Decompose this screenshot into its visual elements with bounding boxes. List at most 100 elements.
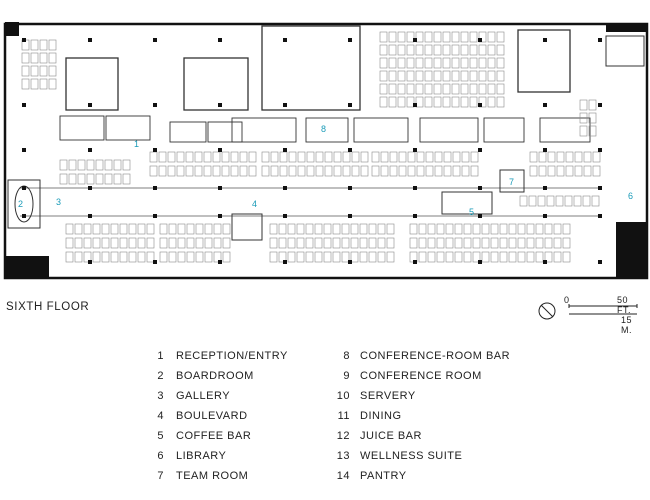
column (283, 103, 287, 107)
desk (351, 151, 360, 163)
room-marker-6: 6 (628, 191, 633, 201)
desk (48, 78, 57, 90)
desk (496, 83, 505, 95)
desk (398, 151, 407, 163)
desk (469, 83, 478, 95)
desk (460, 31, 469, 43)
desk (487, 57, 496, 69)
column (598, 103, 602, 107)
desk (397, 57, 406, 69)
desk (588, 99, 597, 111)
column (88, 148, 92, 152)
desk (460, 96, 469, 108)
desk (461, 151, 470, 163)
desk (287, 237, 296, 249)
desk (341, 251, 350, 263)
scale-bar: 0 50 FT. 15 M. (537, 295, 642, 335)
column (598, 38, 602, 42)
desk (296, 251, 305, 263)
desk (409, 223, 418, 235)
desk (380, 151, 389, 163)
desk (388, 44, 397, 56)
desk (159, 251, 168, 263)
desk (261, 165, 270, 177)
desk (59, 159, 68, 171)
desk (442, 44, 451, 56)
desk (388, 83, 397, 95)
desk (451, 31, 460, 43)
desk (360, 151, 369, 163)
column (22, 103, 26, 107)
desk (341, 237, 350, 249)
floor-plan: 1 2 3 4 5 6 7 8 (3, 22, 649, 280)
desk (526, 223, 535, 235)
desk (278, 237, 287, 249)
desk (68, 159, 77, 171)
desk (481, 237, 490, 249)
desk (451, 44, 460, 56)
desk (65, 251, 74, 263)
desk (406, 83, 415, 95)
desk (379, 83, 388, 95)
desk (406, 96, 415, 108)
desk (407, 151, 416, 163)
desk (137, 237, 146, 249)
desk (212, 151, 221, 163)
desk (342, 165, 351, 177)
desk (517, 223, 526, 235)
desk (583, 151, 592, 163)
column (283, 38, 287, 42)
desk (415, 83, 424, 95)
desk (30, 78, 39, 90)
desk (451, 96, 460, 108)
desk (104, 159, 113, 171)
room-marker-1: 1 (134, 139, 139, 149)
desk (529, 151, 538, 163)
desk (360, 165, 369, 177)
desk (478, 44, 487, 56)
desk (203, 151, 212, 163)
desk (110, 223, 119, 235)
desk (110, 251, 119, 263)
desk (499, 223, 508, 235)
column (283, 186, 287, 190)
column (153, 214, 157, 218)
desk (48, 39, 57, 51)
desk (389, 151, 398, 163)
column (22, 38, 26, 42)
desk (434, 165, 443, 177)
desk (574, 151, 583, 163)
desk (487, 83, 496, 95)
column (153, 260, 157, 264)
corner-core-bottom-left (5, 256, 49, 278)
desk (547, 165, 556, 177)
desk (74, 223, 83, 235)
desk (433, 31, 442, 43)
desk (39, 78, 48, 90)
floor-title: SIXTH FLOOR (6, 301, 90, 313)
desk (68, 173, 77, 185)
desk (377, 251, 386, 263)
desk (583, 165, 592, 177)
corner-core-top-right (606, 24, 647, 32)
column (598, 260, 602, 264)
desk (579, 125, 588, 137)
desk (496, 70, 505, 82)
scale-zero: 0 (564, 295, 570, 305)
column (22, 186, 26, 190)
desk (469, 31, 478, 43)
desk (591, 195, 600, 207)
desk (77, 159, 86, 171)
desk (248, 151, 257, 163)
desk (478, 96, 487, 108)
desk (314, 237, 323, 249)
desk (487, 96, 496, 108)
corner-core-bottom-right (616, 222, 647, 278)
desk (332, 223, 341, 235)
column (413, 214, 417, 218)
desk (113, 173, 122, 185)
